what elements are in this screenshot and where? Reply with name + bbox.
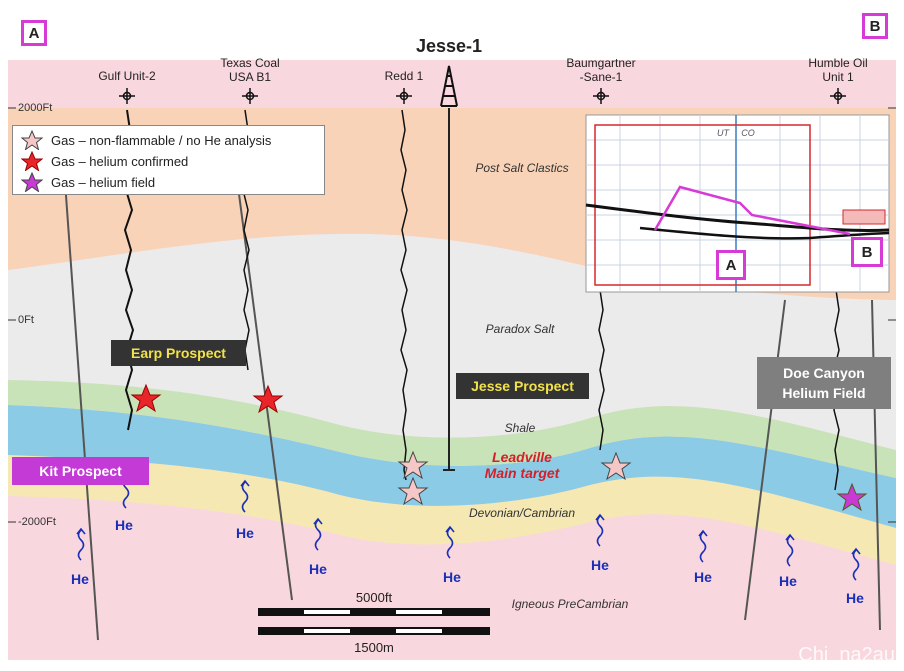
well-name-gulf: Gulf Unit-2 <box>98 69 156 83</box>
legend-item-no-he: Gas – non-flammable / no He analysis <box>21 130 271 150</box>
inset-marker-b-label: B <box>861 243 873 261</box>
inset-marker-a: A <box>716 250 746 280</box>
star-no-he-analysis <box>397 450 429 480</box>
prospect-earp: Earp Prospect <box>111 340 246 366</box>
star-icon <box>21 172 43 192</box>
he-label: He <box>779 573 797 589</box>
he-label: He <box>694 569 712 585</box>
layer-devonian-cambrian <box>8 455 896 565</box>
scale-label-feet: 5000ft <box>356 590 393 605</box>
section-start-marker-a: A <box>21 20 47 46</box>
layer-label-devonian: Devonian/Cambrian <box>469 506 575 520</box>
layer-shale <box>8 380 896 478</box>
he-label: He <box>591 557 609 573</box>
well-name-redd: Redd 1 <box>385 69 424 83</box>
scale-bar-meters <box>258 627 490 635</box>
section-title: Jesse-1 <box>416 36 482 56</box>
he-label: He <box>443 569 461 585</box>
star-no-he-analysis <box>600 451 632 481</box>
depth-label-2000ft: 2000Ft <box>18 102 53 114</box>
star-icon <box>21 151 43 171</box>
prospect-jesse: Jesse Prospect <box>456 373 589 399</box>
layer-label-shale: Shale <box>505 421 536 435</box>
layer-leadville <box>8 405 896 528</box>
inset-state-ut: UT <box>717 128 730 138</box>
he-label: He <box>309 561 327 577</box>
he-label: He <box>236 525 254 541</box>
helium-arrow-icon <box>76 475 861 581</box>
legend-label: Gas – non-flammable / no He analysis <box>51 132 272 148</box>
section-end-marker-b: B <box>862 13 888 39</box>
watermark: Chi_na2au <box>798 644 895 666</box>
legend-item-he-field: Gas – helium field <box>21 172 155 192</box>
derrick-icon <box>440 65 458 107</box>
well-symbol-icon <box>119 88 846 104</box>
fault-line <box>744 299 786 621</box>
legend: Gas – non-flammable / no He analysis Gas… <box>12 125 325 195</box>
well-log-redd <box>400 109 408 481</box>
fault-line <box>61 139 99 641</box>
star-helium-confirmed <box>130 383 162 413</box>
marker-a-label: A <box>28 24 40 42</box>
inset-marker-a-label: A <box>725 256 737 274</box>
scale-label-meters: 1500m <box>354 640 394 655</box>
star-no-he-analysis <box>397 476 429 506</box>
he-label: He <box>115 517 133 533</box>
depth-label-0ft: 0Ft <box>18 314 34 326</box>
layer-label-paradox: Paradox Salt <box>486 322 555 336</box>
depth-label-minus-2000ft: -2000Ft <box>18 516 56 528</box>
legend-label: Gas – helium field <box>51 174 156 190</box>
legend-item-he-confirmed: Gas – helium confirmed <box>21 151 188 171</box>
he-label: He <box>71 571 89 587</box>
layer-label-igneous: Igneous PreCambrian <box>512 597 629 611</box>
star-icon <box>21 130 43 150</box>
inset-marker-b: B <box>851 237 883 267</box>
legend-label: Gas – helium confirmed <box>51 153 189 169</box>
fault-line <box>871 299 881 631</box>
fault-line <box>229 124 293 601</box>
star-helium-confirmed <box>252 384 284 414</box>
well-log-baumgartner <box>598 289 605 451</box>
marker-b-label: B <box>869 17 881 35</box>
helium-labels: He He He He He He He He He <box>71 517 864 606</box>
well-name-baumgartner: Baumgartner-Sane-1 <box>566 56 635 84</box>
layer-label-post-salt: Post Salt Clastics <box>475 161 568 175</box>
scale-bar-feet <box>258 608 490 616</box>
inset-state-co: CO <box>741 128 755 138</box>
star-helium-field <box>836 482 868 512</box>
he-label: He <box>846 590 864 606</box>
prospect-kit: Kit Prospect <box>12 457 149 485</box>
